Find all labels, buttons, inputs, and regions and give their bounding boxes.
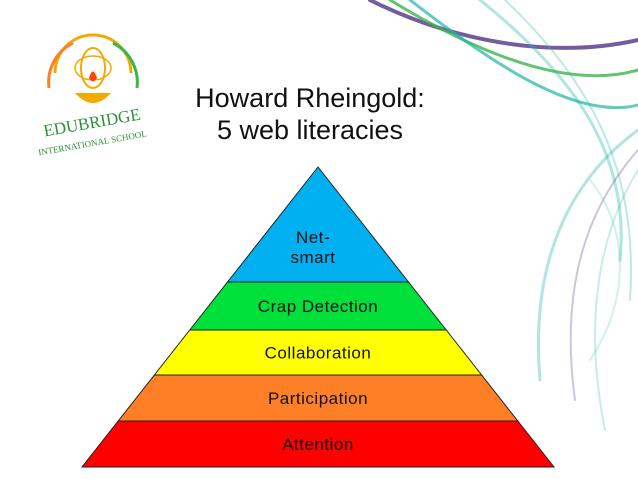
tier-collaboration-label: Collaboration <box>265 344 372 363</box>
decorative-swirl <box>368 0 638 431</box>
tier-attention <box>80 420 556 468</box>
page-title: Howard Rheingold: 5 web literacies <box>150 82 470 146</box>
tier-crap-detection-label: Crap Detection <box>258 297 378 316</box>
tier-net-smart-label: Net- <box>296 228 330 247</box>
title-line-1: Howard Rheingold: <box>195 83 425 113</box>
title-line-2: 5 web literacies <box>216 115 404 145</box>
tier-participation-label: Participation <box>268 389 368 408</box>
edubridge-logo: EDUBRIDGE INTERNATIONAL SCHOOL <box>37 33 147 158</box>
tier-attention-label: Attention <box>282 435 354 454</box>
tier-net-smart-label: smart <box>291 248 336 267</box>
